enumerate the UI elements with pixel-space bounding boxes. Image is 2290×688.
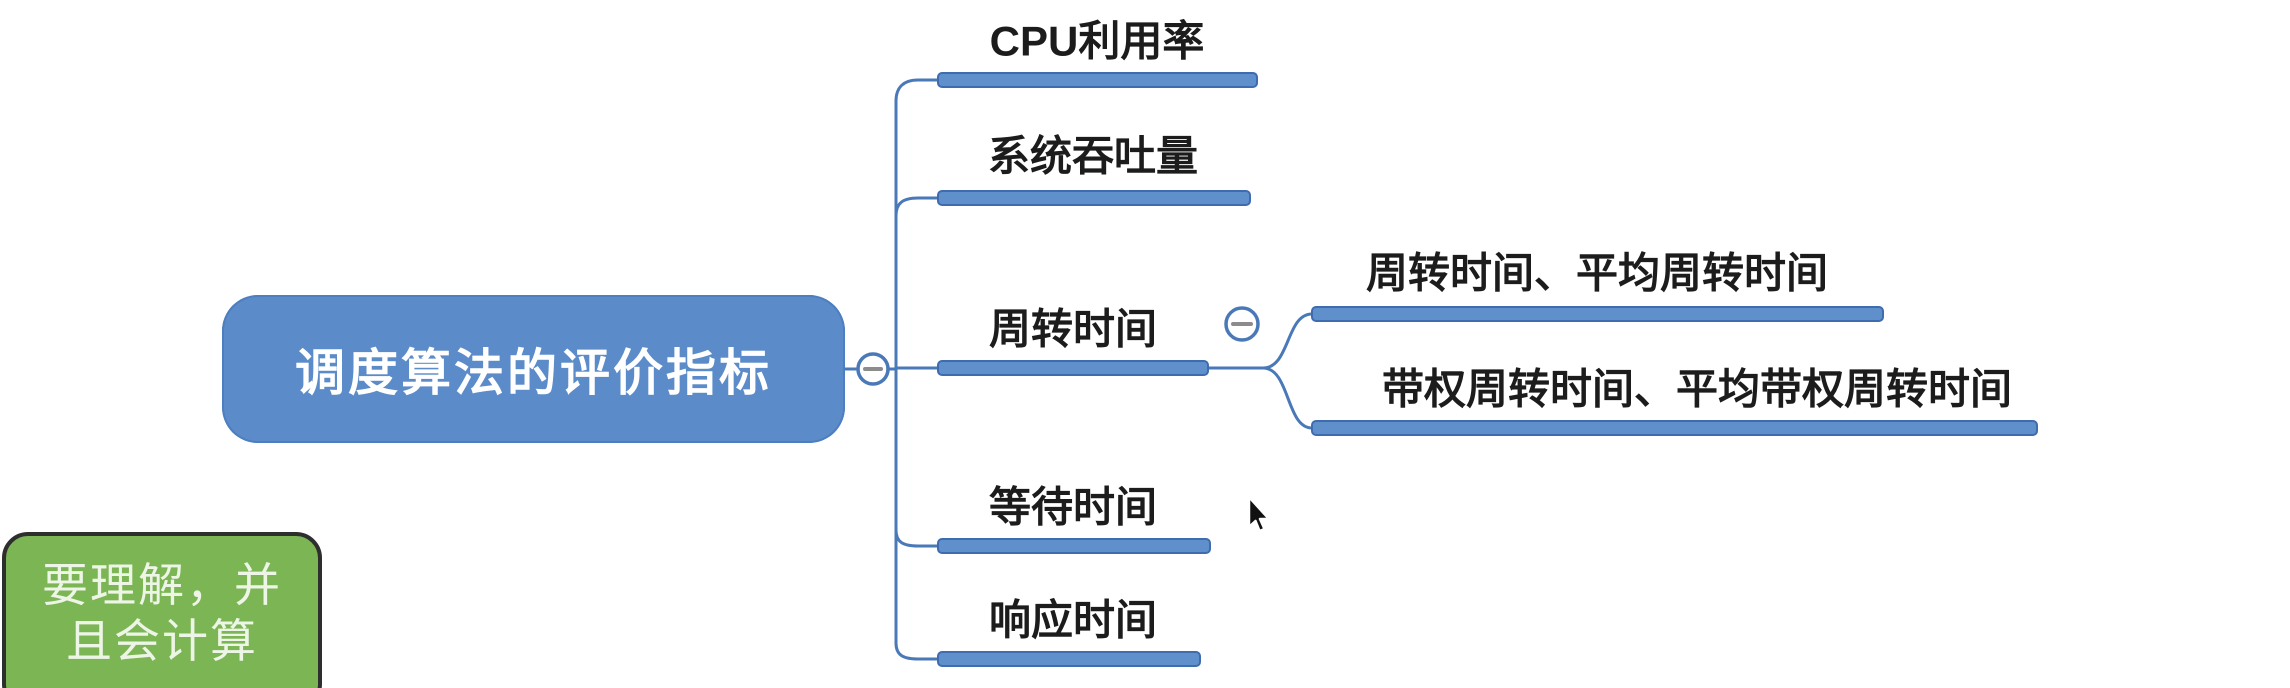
branch-connector-waiting	[894, 528, 940, 548]
branch-underline-turnaround[interactable]	[937, 360, 1209, 376]
subbranch-connector-upper	[1261, 312, 1314, 370]
branch-underline-response[interactable]	[937, 651, 1201, 667]
branch-underline-cpu[interactable]	[937, 72, 1258, 88]
branch-topic-cpu-utilization[interactable]: CPU利用率	[989, 17, 1205, 65]
note-line-2: 且会计算	[66, 616, 258, 667]
subbranch-underline-weighted-turnaround[interactable]	[1311, 420, 2038, 436]
branch-underline-waiting[interactable]	[937, 538, 1211, 554]
subtopic-weighted-turnaround-avg[interactable]: 带权周转时间、平均带权周转时间	[1381, 365, 2013, 413]
root-collapse-button[interactable]	[856, 352, 890, 386]
branch-connector-cpu	[894, 78, 940, 103]
root-topic-label: 调度算法的评价指标	[295, 345, 772, 401]
arrow-cursor-icon	[1247, 495, 1271, 533]
turnaround-collapse-button[interactable]	[1224, 306, 1260, 342]
branch-underline-throughput[interactable]	[937, 190, 1251, 206]
branch-connector-response	[894, 641, 940, 661]
branch-topic-turnaround-time[interactable]: 周转时间	[988, 305, 1158, 353]
floating-note[interactable]: 要理解，并 且会计算	[2, 532, 322, 688]
subbranch-connector-lower	[1261, 366, 1314, 430]
branch-connector-throughput	[894, 196, 940, 218]
branch-topic-response-time[interactable]: 响应时间	[988, 596, 1158, 644]
branch-topic-system-throughput[interactable]: 系统吞吐量	[987, 132, 1199, 180]
root-topic[interactable]: 调度算法的评价指标	[222, 295, 845, 443]
branch-topic-waiting-time[interactable]: 等待时间	[988, 483, 1158, 531]
subbranch-underline-turnaround-avg[interactable]	[1311, 306, 1884, 322]
note-line-1: 要理解，并	[42, 560, 282, 611]
subtopic-turnaround-avg[interactable]: 周转时间、平均周转时间	[1365, 249, 1829, 297]
